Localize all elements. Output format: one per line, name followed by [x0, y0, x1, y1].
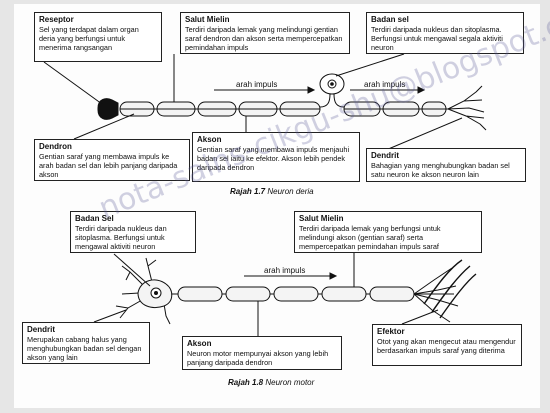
akson-box-1: Akson Gentian saraf yang membawa impuls …: [192, 132, 360, 182]
salut-mielin-box-2: Salut Mielin Terdiri daripada lemak yang…: [294, 211, 482, 253]
dendrit-text-2: Merupakan cabang halus yang menghubungka…: [27, 335, 142, 363]
neuron-drawings: [43, 53, 487, 336]
caption-1-text: Neuron deria: [267, 187, 314, 196]
caption-1: Rajah 1.7 Neuron deria: [230, 187, 314, 196]
effector-endings: [413, 267, 459, 323]
salut-mielin-text-2: Terdiri daripada lemak yang berfungsi un…: [299, 224, 441, 252]
badan-sel-box-2: Badan Sel Terdiri daripada nukleus dan s…: [70, 211, 196, 253]
effector-muscle: [423, 259, 477, 319]
reseptor-text: Sel yang terdapat dalam organ deria yang…: [39, 25, 139, 53]
reseptor-box: Reseptor Sel yang terdapat dalam organ d…: [34, 12, 162, 62]
akson-title-1: Akson: [197, 135, 222, 144]
dendrit-box-1: Dendrit Bahagian yang menghubungkan bada…: [366, 148, 526, 182]
motor-neuron-drawing: [93, 252, 477, 336]
receptor-shape: [97, 98, 119, 120]
akson-title-2: Akson: [187, 339, 212, 348]
akson-text-1: Gentian saraf yang membawa impuls menjau…: [197, 145, 350, 173]
sensory-neuron-drawing: [43, 53, 487, 151]
efektor-box: Efektor Otot yang akan mengecut atau men…: [372, 324, 522, 366]
myelin-segment: [177, 286, 223, 302]
myelin-segment: [369, 286, 415, 302]
dendron-title: Dendron: [39, 142, 72, 151]
impulse-label-1: arah impuls: [236, 80, 278, 89]
dendrit-box-2: Dendrit Merupakan cabang halus yang meng…: [22, 322, 150, 364]
akson-box-2: Akson Neuron motor mempunyai akson yang …: [182, 336, 342, 370]
worksheet-page: Reseptor Sel yang terdapat dalam organ d…: [14, 0, 550, 408]
badan-sel-box-1: Badan sel Terdiri daripada nukleus dan s…: [366, 12, 524, 54]
caption-1-number: Rajah 1.7: [230, 187, 266, 196]
salut-mielin-text-1: Terdiri daripada lemak yang melindungi g…: [185, 25, 343, 53]
badan-sel-title-2: Badan Sel: [75, 214, 114, 223]
dendrit-title-2: Dendrit: [27, 325, 55, 334]
caption-2-number: Rajah 1.8: [228, 378, 264, 387]
salut-mielin-title-2: Salut Mielin: [299, 214, 344, 223]
dendrite-branches: [447, 85, 487, 131]
efektor-text: Otot yang akan mengecut atau mengendur b…: [377, 337, 516, 356]
dendrit-text-1: Bahagian yang menghubungkan badan sel sa…: [371, 161, 510, 180]
efektor-title: Efektor: [377, 327, 405, 336]
caption-2: Rajah 1.8 Neuron motor: [228, 378, 314, 387]
myelin-segment: [273, 286, 319, 302]
myelin-segment: [225, 286, 271, 302]
dendron-text: Gentian saraf yang membawa impuls ke ara…: [39, 152, 178, 180]
salut-mielin-box-1: Salut Mielin Terdiri daripada lemak yang…: [180, 12, 350, 54]
akson-text-2: Neuron motor mempunyai akson yang lebih …: [187, 349, 329, 368]
salut-mielin-title-1: Salut Mielin: [185, 15, 230, 24]
reseptor-title: Reseptor: [39, 15, 74, 24]
caption-2-text: Neuron motor: [265, 378, 315, 387]
impulse-label-3: arah impuls: [264, 266, 306, 275]
dendron-box: Dendron Gentian saraf yang membawa impul…: [34, 139, 190, 181]
cell-body-dendrites: [115, 257, 171, 325]
badan-sel-text-2: Terdiri daripada nukleus dan sitoplasma.…: [75, 224, 167, 252]
impulse-label-2: arah impuls: [364, 80, 406, 89]
badan-sel-title-1: Badan sel: [371, 15, 409, 24]
badan-sel-text-1: Terdiri daripada nukleus dan sitoplasma.…: [371, 25, 503, 53]
myelin-segment: [321, 286, 367, 302]
dendrit-title-1: Dendrit: [371, 151, 399, 160]
